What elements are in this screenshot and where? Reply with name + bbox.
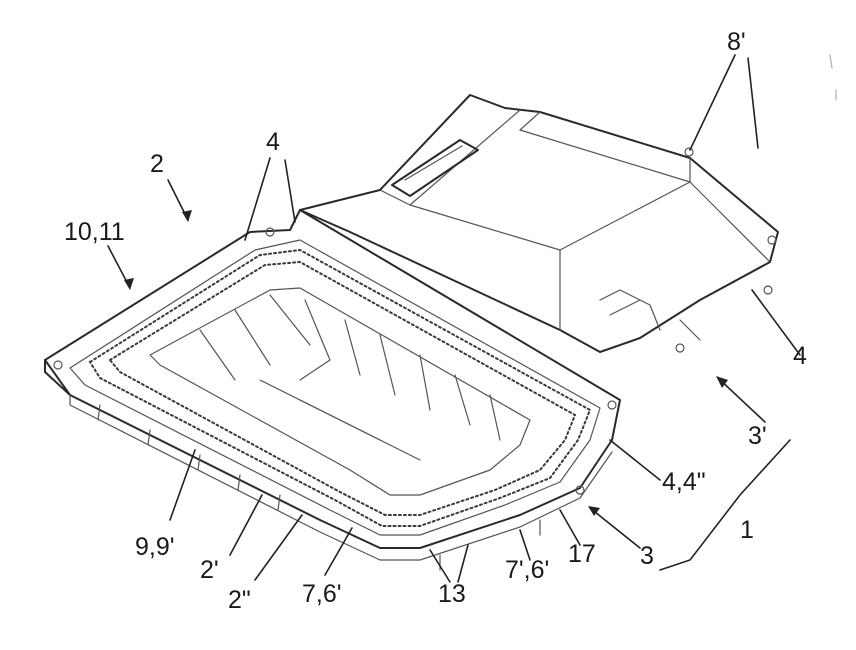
label-3: 3 (640, 542, 654, 570)
label-9-9-prime: 9,9' (135, 533, 175, 561)
label-4-4-double-prime: 4,4" (662, 468, 706, 496)
label-10-11: 10,11 (64, 218, 125, 246)
label-13: 13 (438, 580, 466, 608)
label-7-6-prime-left: 7,6' (302, 580, 342, 608)
label-1: 1 (740, 516, 754, 544)
label-2-prime: 2' (200, 556, 219, 584)
lower-tray (45, 210, 620, 570)
scan-artifacts (830, 55, 836, 100)
label-3-prime: 3' (748, 422, 767, 450)
label-4-top: 4 (266, 128, 280, 156)
label-2-double-prime: 2" (228, 586, 251, 614)
label-17: 17 (568, 540, 596, 568)
label-8-prime: 8' (727, 28, 746, 56)
label-2: 2 (150, 150, 164, 178)
label-7-6-prime-right: 7',6' (505, 556, 549, 584)
label-4-right: 4 (793, 342, 807, 370)
upper-housing (300, 95, 778, 352)
